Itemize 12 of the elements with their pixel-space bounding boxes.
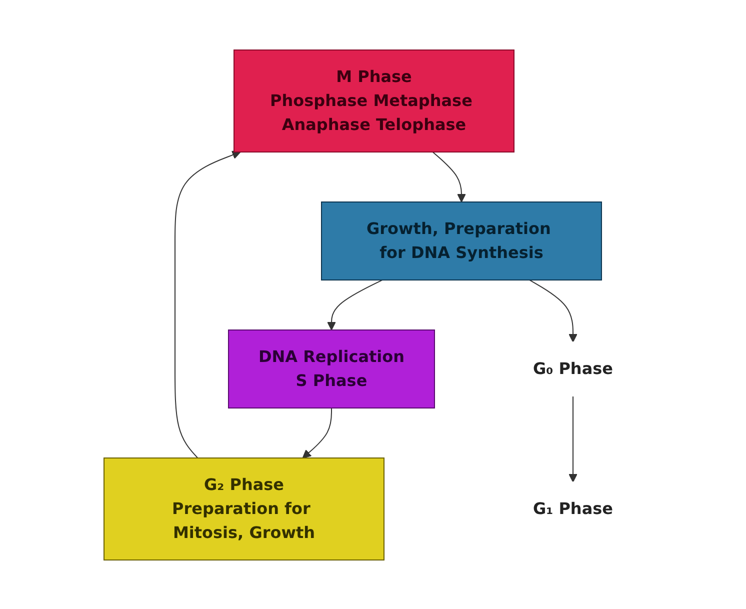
node-text: G₁ Phase <box>532 498 612 518</box>
arrow <box>568 395 577 482</box>
node-text: G₀ Phase <box>532 358 612 378</box>
arrow <box>432 151 466 202</box>
node-box: DNA Replication S Phase <box>228 329 434 408</box>
arrow <box>174 150 240 458</box>
node-box: M Phase Phosphase Metaphase Anaphase Telophase <box>233 49 514 152</box>
arrow <box>326 279 382 330</box>
arrow <box>302 407 332 458</box>
node-box: Growth, Preparation for DNA Synthesis <box>320 201 602 280</box>
node-box: G₂ Phase Preparation for Mitosis, Growth <box>103 457 384 560</box>
arrow <box>528 279 577 342</box>
